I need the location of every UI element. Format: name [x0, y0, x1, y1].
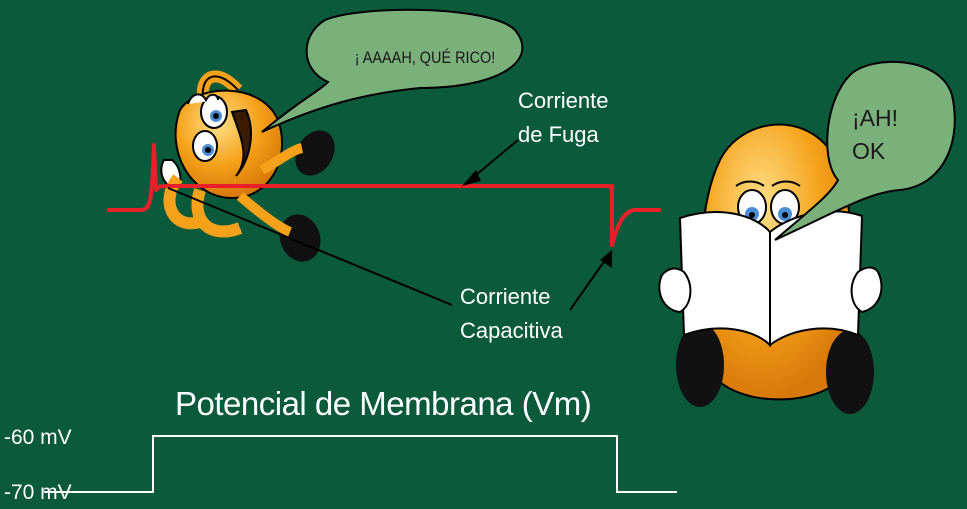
book-left-page	[678, 211, 771, 348]
lower-shoe-icon	[279, 214, 321, 262]
capacitive-current-label-line2: Capacitiva	[460, 318, 563, 343]
right-character	[658, 123, 883, 414]
capacitive-current-label-line1: Corriente	[460, 284, 551, 309]
leak-current-arrow	[462, 139, 519, 186]
reader-left-shoe-icon	[676, 323, 724, 407]
voltage-label-high: -60 mV	[4, 426, 72, 449]
left-character-body	[174, 89, 283, 200]
left-speech-bubble	[261, 8, 524, 133]
right-speech-bubble	[774, 60, 956, 241]
right-speech-line1: ¡AH!	[852, 105, 898, 131]
upper-shoe-icon	[295, 130, 335, 176]
left-character	[160, 70, 335, 262]
capacitive-pointer-line	[167, 187, 453, 306]
capacitive-current-arrow	[569, 250, 612, 311]
left-speech-text: ¡ AAAAH, QUÉ RICO!	[354, 48, 496, 67]
reader-right-glove-icon	[850, 266, 883, 314]
leak-current-label-line1: Corriente	[518, 88, 609, 113]
leak-current-label-line2: de Fuga	[518, 122, 599, 147]
reader-right-shoe-icon	[826, 330, 874, 414]
current-trace	[107, 143, 661, 247]
voltage-step-trace	[44, 435, 677, 493]
membrane-potential-title: Potencial de Membrana (Vm)	[175, 385, 592, 422]
right-speech-line2: OK	[852, 138, 886, 164]
reader-left-glove-icon	[658, 267, 692, 314]
voltage-label-low: -70 mV	[4, 481, 72, 504]
